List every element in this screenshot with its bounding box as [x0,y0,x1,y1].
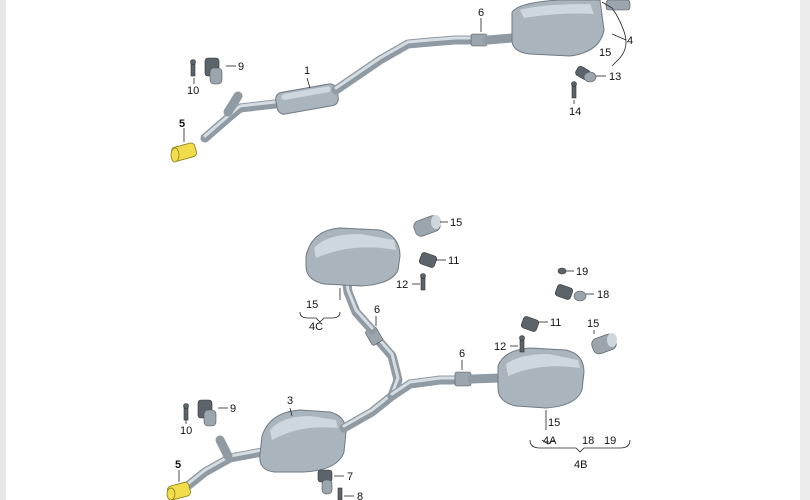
tailpipe-15-right [591,333,617,355]
bracket-11-right [520,316,540,332]
label-10-bottom: 10 [180,425,192,437]
rear-silencer-4C [305,227,401,287]
y-branch-right [387,375,461,401]
top-front-pipe-branch [223,91,243,117]
top-front-pipe [200,99,280,143]
label-6-bottom-left: 6 [374,304,380,316]
label-1: 1 [304,65,310,77]
nut-19 [557,267,567,275]
tailpipe-15-top [605,0,631,11]
clamp-5-top [170,142,197,163]
hanger-bracket-9-top [204,57,223,85]
label-13: 13 [609,71,621,83]
label-11-right: 11 [550,317,561,329]
top-mid-pipe [331,35,475,95]
label-18-lower: 18 [582,435,594,447]
right-border [800,0,810,500]
bottom-front-pipe-branch [215,435,233,461]
clamp-5-bottom [166,481,191,500]
tailpipe-15-upper [413,215,441,237]
label-9-bottom: 9 [230,403,236,415]
label-4C: 4C [309,321,323,333]
bracket-7 [317,469,333,495]
label-4B: 4B [574,459,587,471]
label-5-bottom: 5 [175,459,181,471]
label-18-upper: 18 [597,289,609,301]
label-8: 8 [357,491,363,500]
bottom-front-pipe [180,447,267,493]
rear-silencer-top [511,0,605,57]
label-15-right: 15 [587,318,599,330]
bracket-13 [575,65,597,83]
bracket-11-upper [418,252,438,268]
label-10-top: 10 [187,85,199,97]
label-7: 7 [347,471,353,483]
label-15-top: 15 [599,47,611,59]
bolt-8 [337,487,343,500]
label-12-upper: 12 [396,279,408,291]
bolt-12-upper [420,273,426,291]
label-12-right: 12 [494,341,506,353]
bolt-10-bottom [183,403,189,421]
centre-silencer-3 [259,409,347,473]
centre-silencer-1 [275,83,339,115]
label-14: 14 [569,106,581,118]
bolt-10-top [190,59,196,77]
label-15-left: 15 [306,299,318,311]
label-6-bottom-right: 6 [459,348,465,360]
left-border [0,0,6,500]
label-19-lower: 19 [604,435,616,447]
label-4: 4 [627,35,633,47]
label-15-upper: 15 [450,217,462,229]
top-assembly [170,0,631,163]
bolt-12-right [519,335,525,353]
hanger-bracket-9-bottom [197,399,217,427]
bottom-mid-pipe [339,391,397,433]
label-19-upper: 19 [576,266,588,278]
label-3: 3 [287,395,293,407]
bottom-assembly [166,215,631,500]
label-9-top: 9 [238,61,244,73]
label-15-lower: 15 [548,417,560,429]
label-6-top: 6 [478,7,484,19]
label-5-top: 5 [179,118,185,130]
label-11-upper: 11 [448,255,459,267]
rear-silencer-4A [497,347,585,409]
bolt-14 [571,81,577,99]
bracket-18 [554,284,587,302]
label-4A: 4A [543,435,557,447]
